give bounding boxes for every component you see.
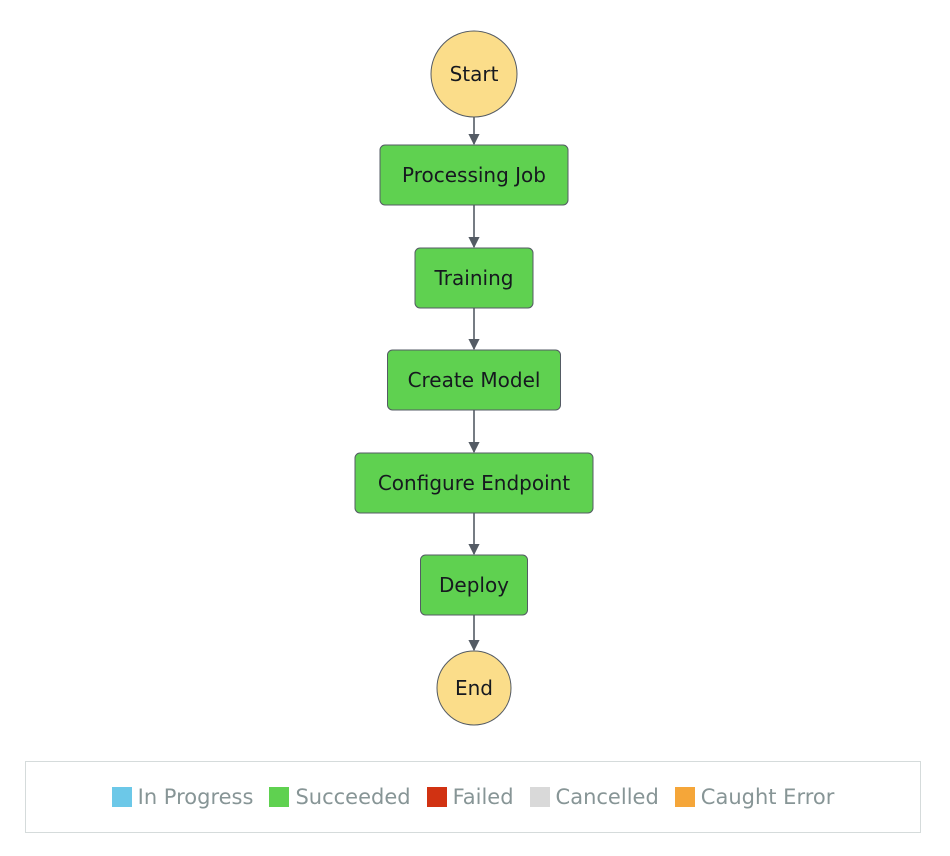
end-label: End xyxy=(455,676,493,700)
legend-label-in-progress: In Progress xyxy=(137,785,254,809)
configure-endpoint-label: Configure Endpoint xyxy=(378,471,570,495)
legend-swatch-cancelled xyxy=(529,787,550,807)
training-box xyxy=(414,247,534,309)
legend-item-succeeded[interactable]: Succeeded xyxy=(269,785,411,809)
node-start[interactable]: Start xyxy=(430,30,518,118)
start-label: Start xyxy=(450,62,499,86)
legend-swatch-succeeded xyxy=(269,787,290,807)
configure-endpoint-box xyxy=(354,452,594,514)
deploy-label: Deploy xyxy=(439,573,509,597)
start-circle xyxy=(430,30,518,118)
processing-job-label: Processing Job xyxy=(402,163,546,187)
node-deploy[interactable]: Deploy xyxy=(420,554,528,616)
legend-item-caught-error[interactable]: Caught Error xyxy=(674,785,835,809)
legend-label-cancelled: Cancelled xyxy=(555,785,659,809)
status-legend: In Progress Succeeded Failed Cancelled Caugh… xyxy=(25,761,921,833)
training-label: Training xyxy=(434,266,514,290)
deploy-box xyxy=(420,554,528,616)
legend-item-failed[interactable]: Failed xyxy=(426,785,514,809)
create-model-label: Create Model xyxy=(408,368,541,392)
node-configure-endpoint[interactable]: Configure Endpoint xyxy=(354,452,594,514)
legend-swatch-caught-error xyxy=(674,787,695,807)
node-end[interactable]: End xyxy=(436,650,512,726)
legend-label-caught-error: Caught Error xyxy=(700,785,835,809)
legend-item-in-progress[interactable]: In Progress xyxy=(111,785,254,809)
end-circle xyxy=(436,650,512,726)
legend-swatch-failed xyxy=(426,787,447,807)
create-model-box xyxy=(387,349,561,411)
node-training[interactable]: Training xyxy=(414,247,534,309)
legend-label-succeeded: Succeeded xyxy=(295,785,411,809)
node-create-model[interactable]: Create Model xyxy=(387,349,561,411)
node-processing-job[interactable]: Processing Job xyxy=(379,144,569,206)
legend-label-failed: Failed xyxy=(452,785,514,809)
legend-swatch-in-progress xyxy=(111,787,132,807)
processing-job-box xyxy=(379,144,569,206)
legend-item-cancelled[interactable]: Cancelled xyxy=(529,785,659,809)
